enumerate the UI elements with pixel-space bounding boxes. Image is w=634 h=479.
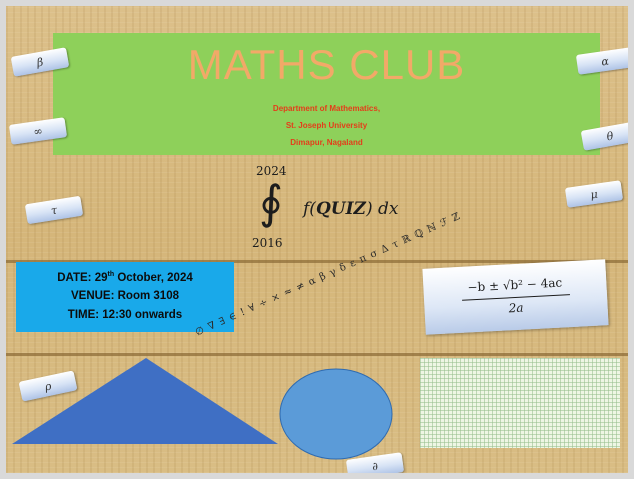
circle-shape — [279, 368, 393, 460]
university-text: St. Joseph University — [285, 121, 368, 130]
poster-title: MATHS CLUB — [187, 41, 466, 88]
department-text: Department of Mathematics, — [272, 104, 381, 113]
divider-line — [6, 353, 628, 356]
title-banner: MATHS CLUB Department of Mathematics, St… — [53, 33, 600, 155]
event-venue: VENUE: Room 3108 — [70, 290, 179, 302]
quadratic-formula-card: −b ± √b² − 4ac 2a — [422, 259, 609, 335]
contour-integral-icon: ∮ — [259, 175, 283, 229]
formula-numerator: −b ± √b² − 4ac — [467, 275, 563, 295]
event-details-box: DATE: 29th October, 2024 VENUE: Room 310… — [16, 262, 234, 332]
divider-line — [6, 260, 628, 263]
integral-upper-limit: 2024 — [256, 164, 287, 178]
graph-paper — [420, 358, 620, 448]
quiz-poster: MATHS CLUB Department of Mathematics, St… — [6, 6, 628, 473]
greek-tag-mu: μ — [564, 180, 624, 208]
greek-tag-tau: τ — [24, 195, 84, 225]
location-text: Dimapur, Nagaland — [290, 138, 363, 147]
integral-lower-limit: 2016 — [252, 236, 283, 250]
formula-denominator: 2a — [508, 300, 524, 316]
event-time: TIME: 12:30 onwards — [67, 309, 183, 321]
event-date: DATE: 29th October, 2024 — [57, 271, 193, 284]
integrand: f(QUIZ) dx — [303, 199, 399, 219]
triangle-shape — [12, 358, 278, 444]
